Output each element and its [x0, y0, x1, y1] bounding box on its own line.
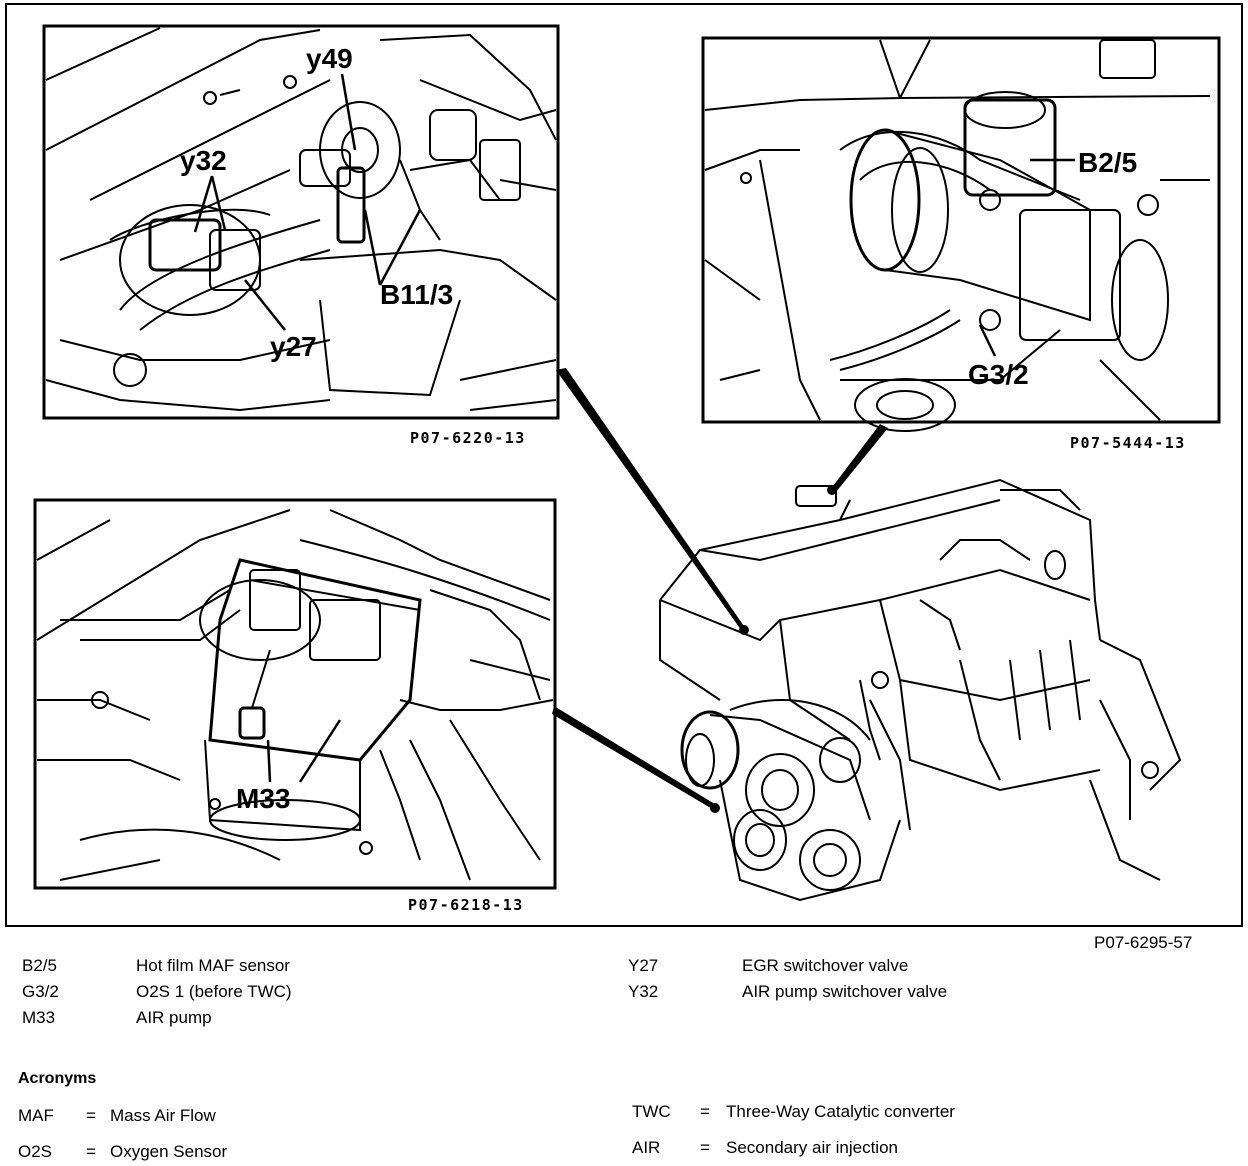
panel-top-right-code: P07-5444-13	[1070, 434, 1186, 452]
pointer-leaders	[552, 368, 888, 813]
acronym-equals: =	[700, 1102, 710, 1121]
legend-code: G3/2	[22, 982, 59, 1001]
panel-bottom-left: M33 P07-6218-13	[33, 498, 557, 914]
panel-bottom-left-drawing	[36, 509, 554, 881]
panel-top-left-frame	[42, 24, 560, 420]
callout-m33: M33	[236, 783, 290, 814]
acronym-desc: Three-Way Catalytic converter	[726, 1102, 955, 1121]
legend-code: Y27	[628, 956, 659, 975]
engine-overview	[659, 478, 1182, 902]
acronym-abbr: TWC	[632, 1102, 671, 1121]
panel-top-right-drawing	[704, 39, 1211, 432]
panel-bottom-left-frame	[33, 498, 557, 890]
legend-code: M33	[22, 1008, 56, 1027]
figure-id: P07-6295-57	[1094, 933, 1192, 952]
acronyms-title: Acronyms	[18, 1070, 97, 1087]
legend-code: Y32	[628, 982, 659, 1001]
acronym-abbr: MAF	[18, 1106, 54, 1125]
callout-y27: y27	[270, 331, 317, 362]
acronym-desc: Oxygen Sensor	[110, 1142, 228, 1161]
callout-y49: y49	[306, 43, 353, 74]
acronym-equals: =	[700, 1138, 710, 1157]
legend-code: B2/5	[22, 956, 57, 975]
legend-desc: AIR pump	[136, 1008, 212, 1027]
panel-top-right: B2/5 G3/2 P07-5444-13	[701, 36, 1221, 452]
legend-desc: O2S 1 (before TWC)	[136, 982, 292, 1001]
acronym-desc: Secondary air injection	[726, 1138, 898, 1157]
outer-frame	[5, 3, 1243, 927]
callout-y32: y32	[180, 145, 227, 176]
acronym-equals: =	[86, 1106, 96, 1125]
legend-desc: AIR pump switchover valve	[742, 982, 948, 1001]
legend-desc: Hot film MAF sensor	[136, 956, 290, 975]
panel-top-right-leaders	[978, 158, 1075, 357]
panel-top-left-code: P07-6220-13	[410, 429, 526, 447]
acronym-desc: Mass Air Flow	[110, 1106, 216, 1125]
panel-bottom-left-code: P07-6218-13	[408, 896, 524, 914]
acronym-equals: =	[86, 1142, 96, 1161]
panel-bottom-left-leaders	[266, 719, 342, 783]
acronym-abbr: O2S	[18, 1142, 53, 1161]
acronym-abbr: AIR	[632, 1138, 661, 1157]
panel-top-left-leaders	[193, 73, 422, 331]
panel-top-left: y49 y32 B11/3 y27 P07-6220-13	[42, 24, 560, 447]
legend-desc: EGR switchover valve	[742, 956, 909, 975]
callout-b2-5: B2/5	[1078, 147, 1137, 178]
callout-b11-3: B11/3	[380, 279, 453, 310]
panel-top-left-drawing	[45, 27, 557, 412]
callout-g3-2: G3/2	[968, 359, 1029, 390]
